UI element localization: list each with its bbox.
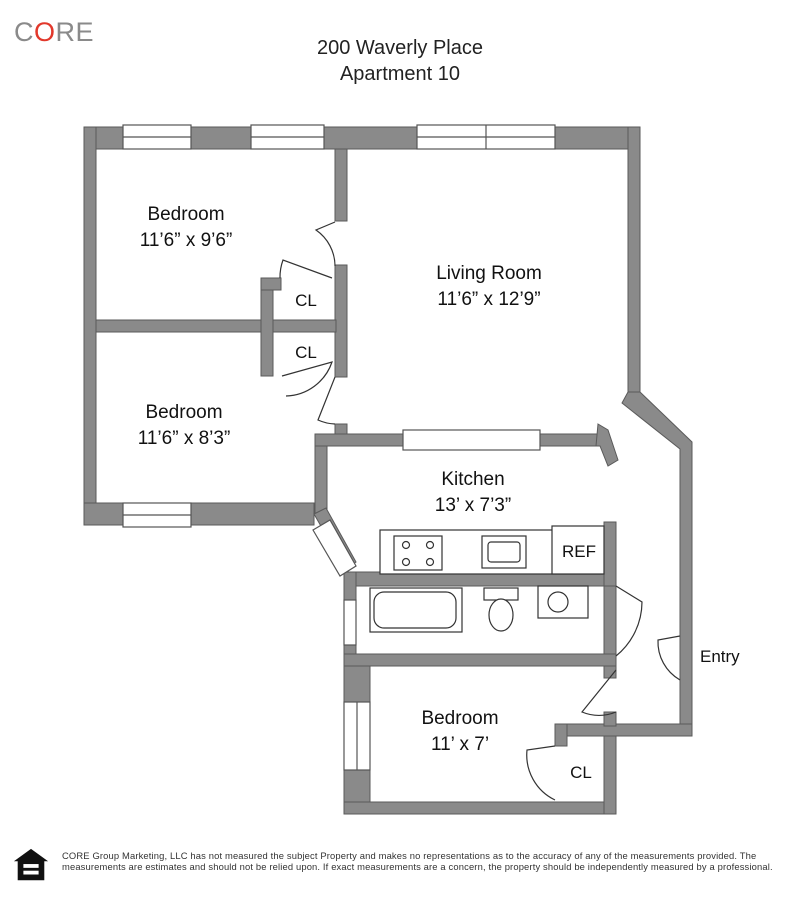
wall-diagonal-east xyxy=(621,391,693,728)
wall-between-bedrooms xyxy=(95,319,337,333)
wall-bedroom2-bottom xyxy=(83,502,315,526)
living-room-dims: 11’6” x 12’9” xyxy=(437,289,540,310)
door-bath[interactable] xyxy=(615,585,643,657)
kitchen-name: Kitchen xyxy=(441,469,504,490)
entry-label: Entry xyxy=(700,647,740,666)
bedroom2-name: Bedroom xyxy=(145,402,222,423)
wall-kitchen-hook xyxy=(595,423,619,467)
address-title: 200 Waverly Place xyxy=(317,37,483,59)
wall-closet3-left xyxy=(554,723,568,747)
bedroom1-name: Bedroom xyxy=(147,204,224,225)
wall-left xyxy=(83,126,97,526)
door-closet2[interactable] xyxy=(281,361,333,397)
wall-bath-bedroom3 xyxy=(343,653,617,667)
wall-bath-left-top xyxy=(343,571,357,601)
wall-living-kitchen-right xyxy=(539,433,601,447)
logo-letter-c: C xyxy=(14,17,34,47)
toilet-bowl-icon xyxy=(488,598,514,632)
wall-living-kitchen-left xyxy=(314,433,404,447)
door-closet1[interactable] xyxy=(279,259,333,279)
refrigerator-label: REF xyxy=(562,542,596,561)
wall-ref-right xyxy=(603,521,617,587)
wall-hall-stub2 xyxy=(603,711,617,727)
bedroom3-name: Bedroom xyxy=(421,708,498,729)
wall-bed1-living xyxy=(334,148,348,222)
door-bedroom2[interactable] xyxy=(317,376,336,425)
unit-title: Apartment 10 xyxy=(339,63,461,85)
wall-bedroom3-left-top xyxy=(343,665,371,703)
equal-housing-opportunity-icon xyxy=(13,848,49,881)
disclaimer-text: CORE Group Marketing, LLC has not measur… xyxy=(62,850,773,872)
bedroom3-dims: 11’ x 7’ xyxy=(431,734,489,755)
bedroom2-dims: 11’6” x 8’3” xyxy=(138,428,231,449)
logo-letters-re: RE xyxy=(55,17,95,47)
wall-closet-top xyxy=(260,277,282,291)
stove-icon xyxy=(393,535,443,571)
living-room-name: Living Room xyxy=(436,263,542,284)
closet3-label: CL xyxy=(570,763,592,782)
wall-closet-left xyxy=(260,277,274,377)
closet1-label: CL xyxy=(295,291,317,310)
bedroom1-dims: 11’6” x 9’6” xyxy=(140,230,233,251)
wall-bedroom3-right xyxy=(603,723,617,815)
door-bedroom1[interactable] xyxy=(314,221,336,267)
floor-plan: Bedroom 11’6” x 9’6” Bedroom 11’6” x 8’3… xyxy=(83,124,740,815)
core-logo: CORE xyxy=(14,17,94,48)
pass-through-kitchen xyxy=(402,429,541,451)
wall-right-upper xyxy=(627,126,641,398)
closet2-label: CL xyxy=(295,343,317,362)
kitchen-dims: 13’ x 7’3” xyxy=(435,495,511,516)
window-bath xyxy=(343,599,357,646)
logo-letter-o: O xyxy=(34,17,56,47)
refrigerator xyxy=(551,525,605,575)
door-entry[interactable] xyxy=(657,635,681,681)
wall-bedroom3-bottom xyxy=(343,801,617,815)
wall-closet3-top xyxy=(554,723,693,737)
window-kitchen xyxy=(312,519,357,577)
wall-closets-living xyxy=(334,264,348,378)
door-bedroom3[interactable] xyxy=(581,669,617,716)
toilet-tank-icon xyxy=(483,587,519,601)
door-closet3[interactable] xyxy=(526,745,556,801)
